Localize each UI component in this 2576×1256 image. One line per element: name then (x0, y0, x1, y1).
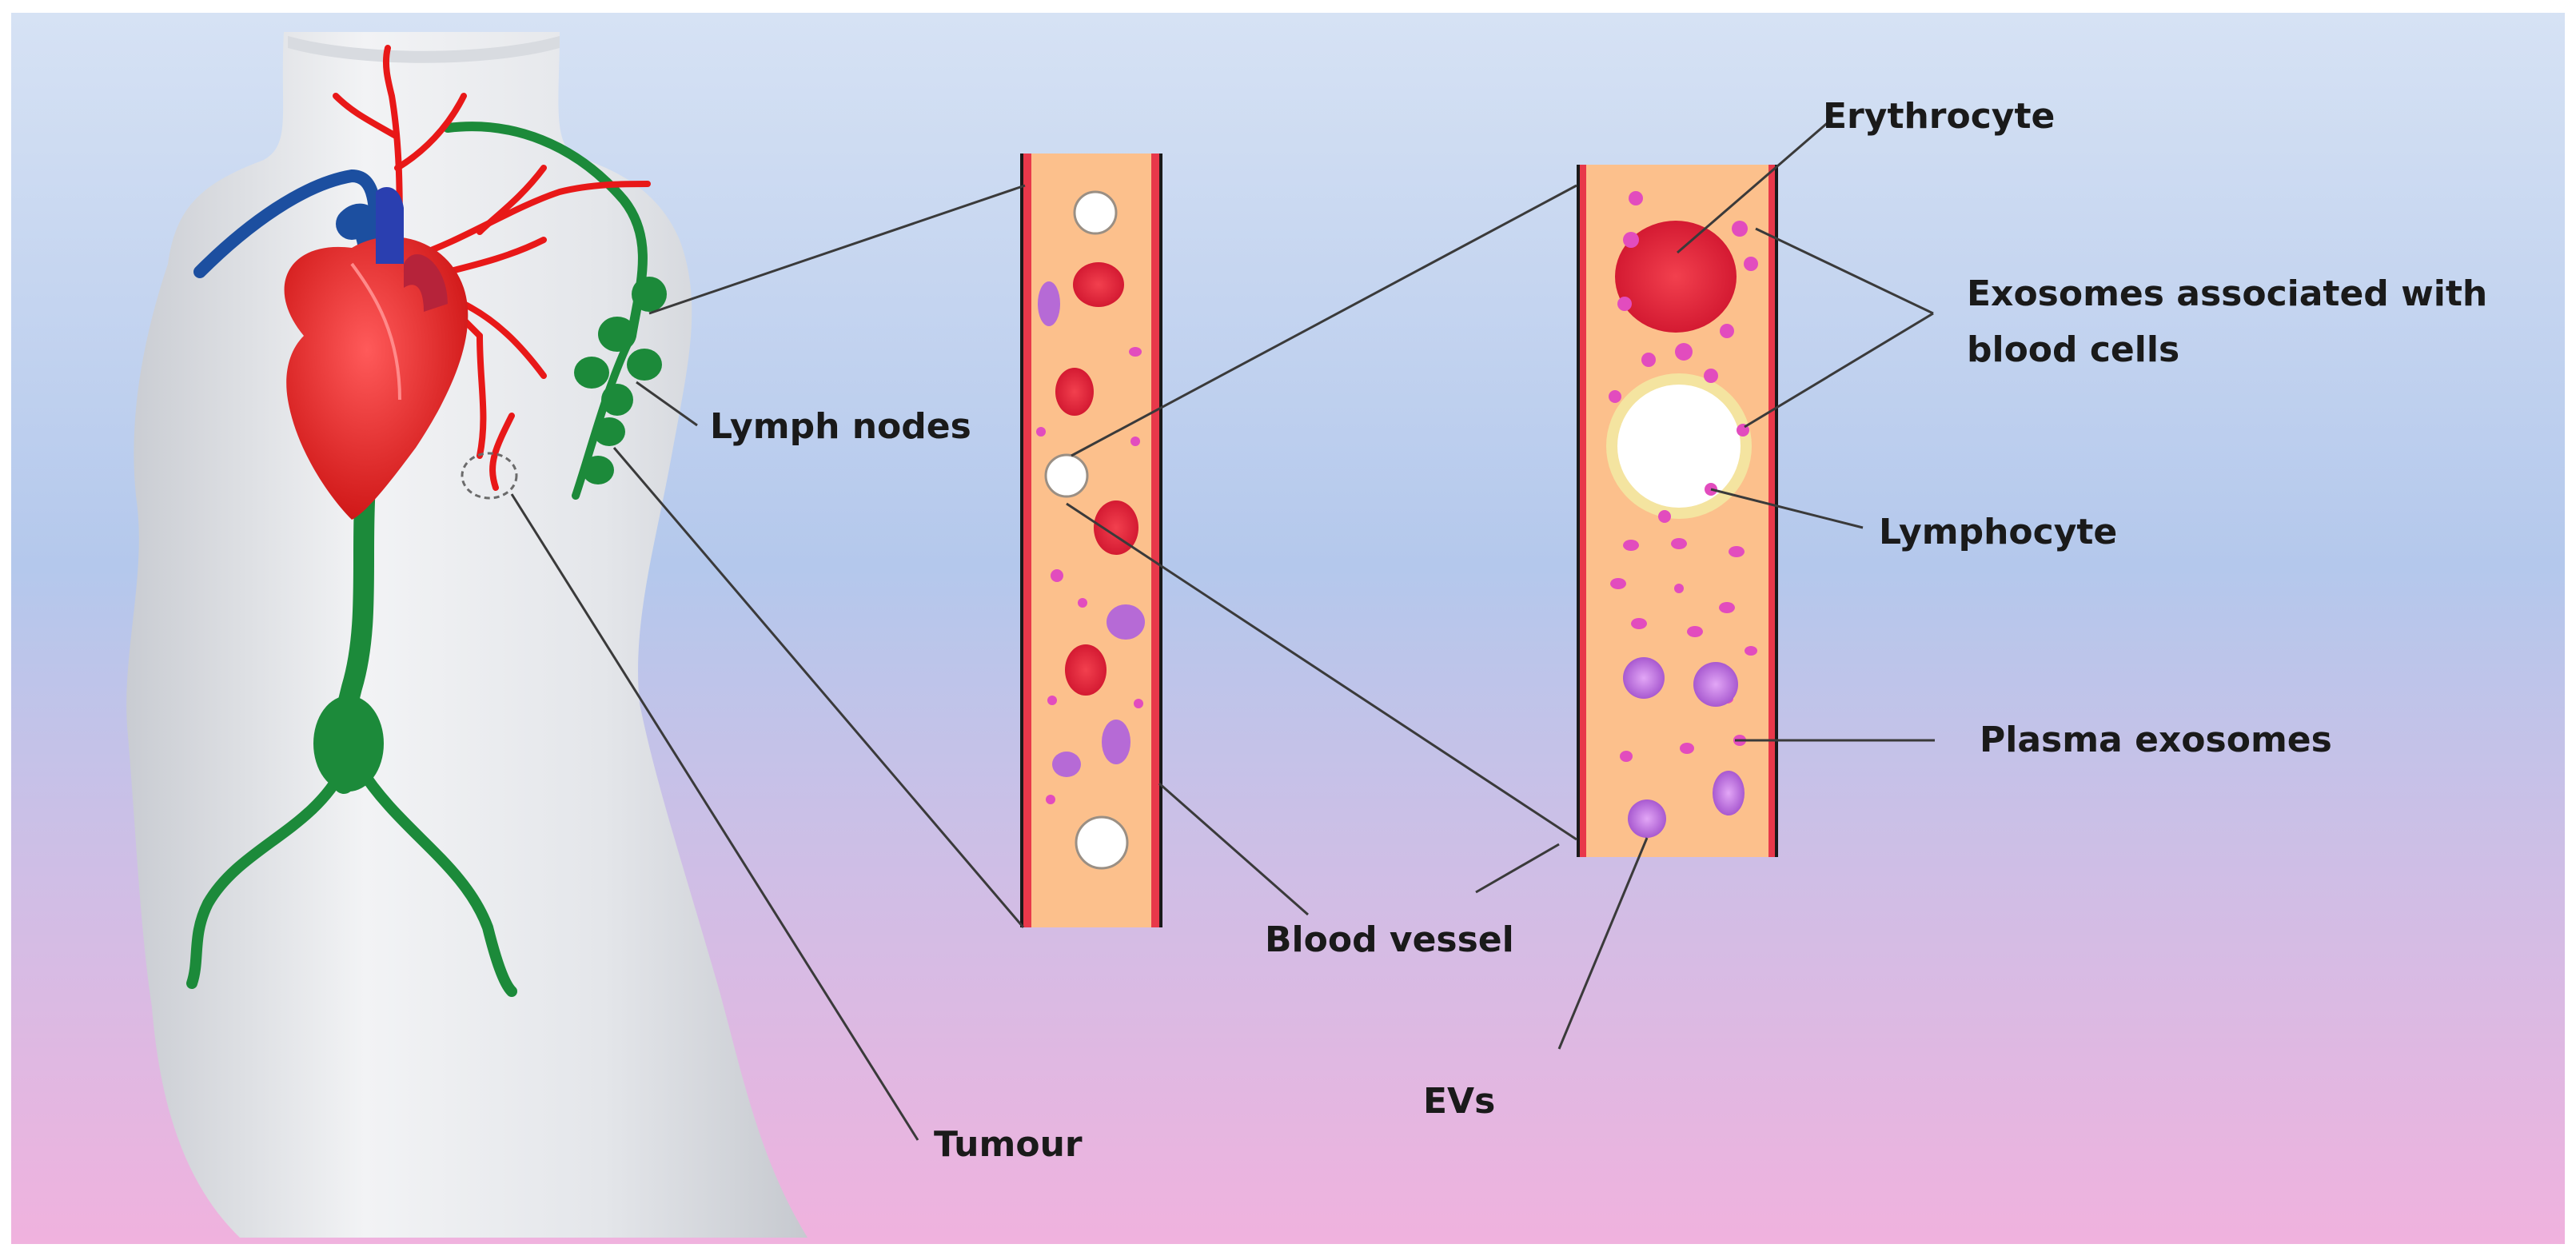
torso-body (126, 32, 807, 1238)
vessel-2-lymphocyte (1606, 373, 1752, 519)
label-erythrocyte: Erythrocyte (1823, 96, 2055, 137)
vessel-2-blood-cell-exosomes (1609, 191, 1758, 523)
leader-lines (510, 118, 1935, 1141)
label-lymph-nodes: Lymph nodes (710, 406, 971, 447)
vessel-2-left-wall (1578, 165, 1586, 857)
label-blood-vessel: Blood vessel (1265, 919, 1514, 960)
label-evs: EVs (1423, 1081, 1495, 1122)
torso-figure (126, 32, 807, 1238)
vessel-1-erythrocytes (1055, 262, 1138, 696)
vessel-1-lymphocytes (1044, 190, 1129, 870)
torso-neck-shadow (288, 36, 560, 63)
label-tumour: Tumour (934, 1124, 1083, 1165)
vessel-1-plasma-exosomes (1038, 281, 1145, 777)
zoom-lines (612, 184, 1577, 928)
vessel-2-evs (1623, 657, 1745, 838)
lymph-node-cluster (313, 277, 667, 791)
tumour-site (461, 452, 518, 500)
vessel-2-right-wall (1769, 165, 1776, 857)
label-exosomes-line1: Exosomes associated with (1967, 273, 2487, 314)
heart (284, 187, 469, 520)
label-exosomes-line2: blood cells (1967, 329, 2179, 370)
label-lymphocyte: Lymphocyte (1879, 512, 2117, 552)
vessel-2-erythrocyte (1615, 221, 1737, 333)
vessel-1-small-exosomes (1036, 347, 1143, 804)
label-plasma-exosomes: Plasma exosomes (1980, 720, 2332, 760)
vessel-1-left-wall (1022, 154, 1031, 927)
vessel-2-plasma-exosomes-small (1610, 538, 1757, 762)
vessel-1-right-wall (1151, 154, 1161, 927)
